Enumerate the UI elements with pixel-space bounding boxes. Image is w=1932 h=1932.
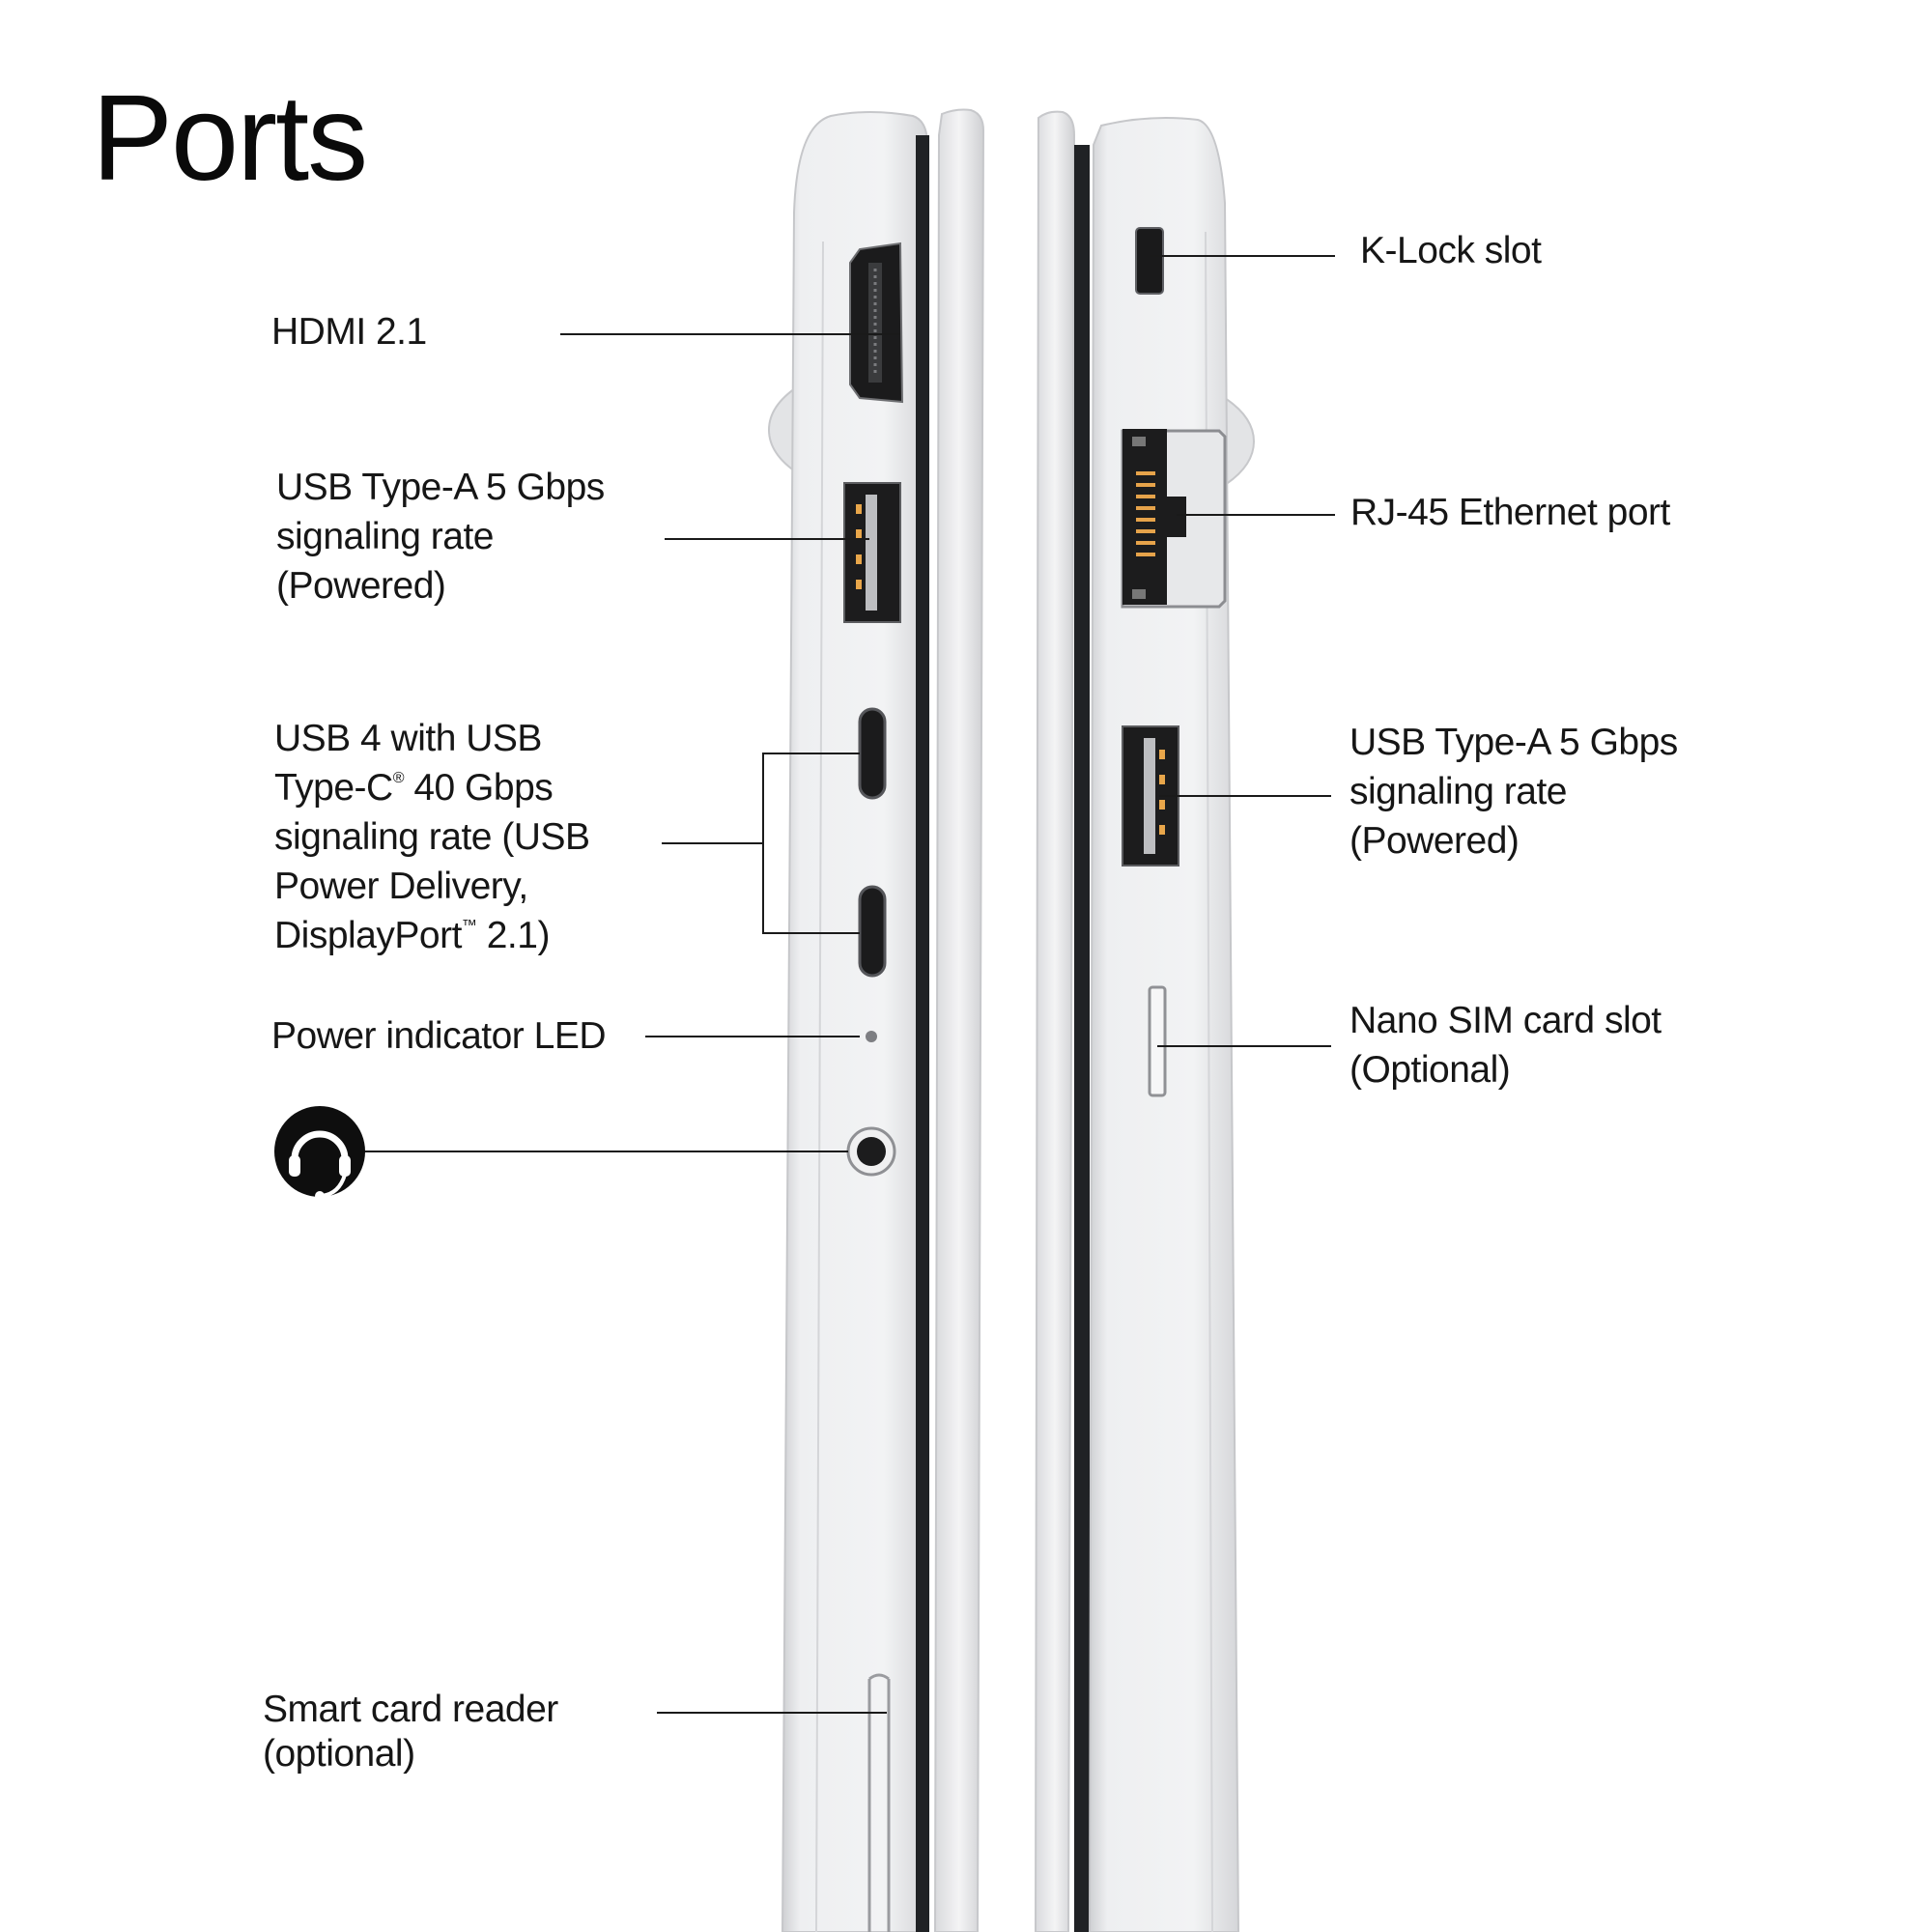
- left-laptop-side: [767, 108, 985, 1932]
- label-usb-a-right: USB Type-A 5 Gbps signaling rate (Powere…: [1350, 718, 1678, 866]
- label-k-lock-text: K-Lock slot: [1360, 230, 1542, 271]
- label-usb-a-right-line1: USB Type-A 5 Gbps: [1350, 722, 1678, 763]
- label-usb-c-line2-a: Type-C: [274, 767, 393, 809]
- label-usb-c-line4: Power Delivery,: [274, 866, 528, 907]
- label-usb-c-line1: USB 4 with USB: [274, 718, 542, 759]
- label-usb-c-trademark: ™: [461, 918, 477, 934]
- label-smart-card-line2: (optional): [263, 1733, 415, 1775]
- label-nano-sim-line2: (Optional): [1350, 1049, 1511, 1091]
- label-smart-card-line1: Smart card reader: [263, 1689, 558, 1730]
- usb-c-port-1: [858, 707, 887, 800]
- right-laptop-side: [1034, 110, 1256, 1932]
- label-usb-a-left-line2: signaling rate: [276, 516, 494, 557]
- label-nano-sim-line1: Nano SIM card slot: [1350, 1000, 1662, 1041]
- label-hdmi: HDMI 2.1: [271, 307, 427, 356]
- headset-icon: [274, 1106, 365, 1201]
- label-usb-c-line5-a: DisplayPort: [274, 915, 462, 956]
- leader-lines-right: [1150, 255, 1335, 1047]
- rj45-port: [1121, 429, 1227, 609]
- leader-lines-left: [363, 333, 900, 1714]
- label-power-led: Power indicator LED: [271, 1011, 607, 1061]
- usb-c-port-2: [858, 885, 887, 978]
- label-usb-c: USB 4 with USB Type-C® 40 Gbps signaling…: [274, 714, 590, 960]
- label-usb-a-left-line3: (Powered): [276, 565, 446, 607]
- label-k-lock: K-Lock slot: [1360, 226, 1542, 275]
- audio-jack: [846, 1126, 896, 1177]
- label-hdmi-text: HDMI 2.1: [271, 311, 427, 353]
- page-title: Ports: [92, 70, 368, 206]
- label-usb-a-left: USB Type-A 5 Gbps signaling rate (Powere…: [276, 463, 605, 611]
- label-smart-card: Smart card reader (optional): [263, 1688, 558, 1776]
- label-power-led-text: Power indicator LED: [271, 1015, 607, 1057]
- label-usb-c-line2: Type-C® 40 Gbps: [274, 763, 590, 812]
- label-usb-a-left-line1: USB Type-A 5 Gbps: [276, 467, 605, 508]
- label-usb-c-line5: DisplayPort™ 2.1): [274, 911, 590, 960]
- hdmi-port: [849, 242, 904, 404]
- usb-a-port-left: [843, 482, 901, 623]
- label-usb-c-registered-mark: ®: [392, 770, 405, 786]
- k-lock-slot: [1135, 227, 1164, 295]
- label-usb-a-right-line3: (Powered): [1350, 820, 1520, 862]
- label-rj45-text: RJ-45 Ethernet port: [1350, 492, 1670, 533]
- label-nano-sim: Nano SIM card slot (Optional): [1350, 996, 1662, 1094]
- label-usb-c-line2-b: 40 Gbps: [404, 767, 554, 809]
- smart-card-slot: [867, 1673, 891, 1932]
- label-rj45: RJ-45 Ethernet port: [1350, 488, 1670, 537]
- label-usb-c-line3: signaling rate (USB: [274, 816, 590, 858]
- power-led: [866, 1031, 877, 1042]
- label-usb-a-right-line2: signaling rate: [1350, 771, 1567, 812]
- nano-sim-slot: [1148, 985, 1167, 1097]
- label-usb-c-line5-b: 2.1): [476, 915, 551, 956]
